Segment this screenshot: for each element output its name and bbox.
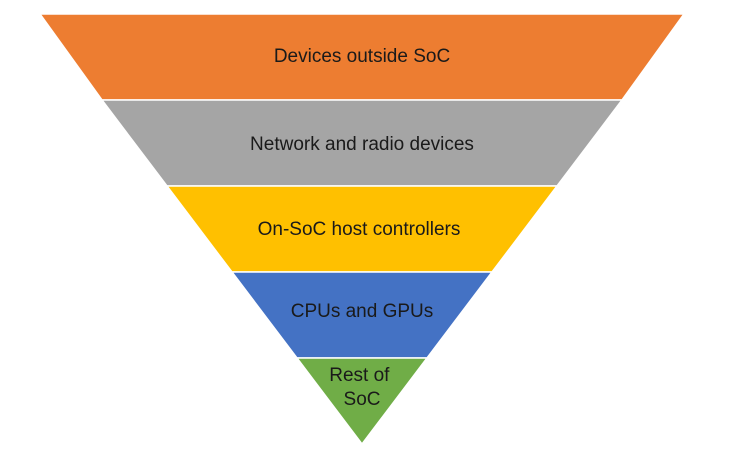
layer-label-line: On-SoC host controllers [258,219,461,240]
layer-on-soc-host-controllers: On-SoC host controllers [165,185,559,273]
layer-label: Network and radio devices [250,134,474,155]
layer-rest-of-soc: Rest of SoC [295,357,429,446]
layer-label-line: SoC [344,389,381,410]
layer-label-line: Rest of [329,365,390,386]
layer-label: CPUs and GPUs [291,301,434,322]
layer-label: Rest of SoC [329,365,394,410]
layer-label-line: CPUs and GPUs [291,301,434,322]
layer-label: On-SoC host controllers [258,219,461,240]
layer-shape [295,357,429,446]
layer-label-line: Network and radio devices [250,134,474,155]
layer-label: Devices outside SoC [274,46,450,67]
layer-devices-outside-soc: Devices outside SoC [38,13,686,101]
layer-network-and-radio-devices: Network and radio devices [100,99,624,187]
layer-cpus-and-gpus: CPUs and GPUs [230,271,494,359]
layer-label-line: Devices outside SoC [274,46,450,67]
